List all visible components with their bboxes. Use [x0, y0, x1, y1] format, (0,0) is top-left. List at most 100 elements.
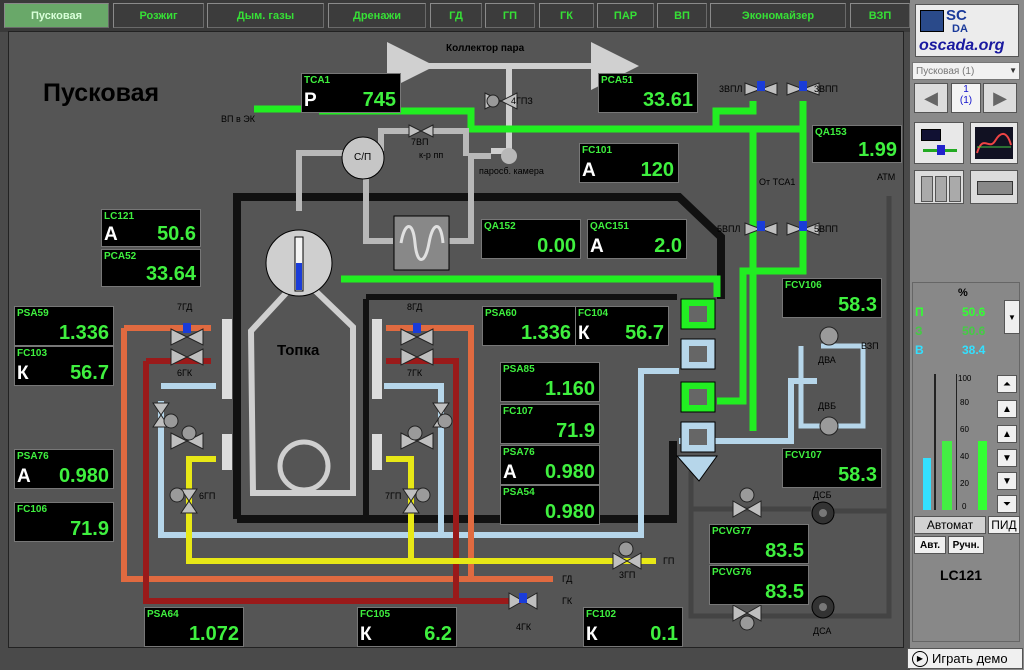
percent-unit: %: [958, 287, 968, 299]
valve-4gk-label: 4ГК: [516, 622, 532, 632]
mode-auto-indicator: Автомат: [914, 516, 986, 534]
step-down-big-button[interactable]: ▼: [997, 472, 1017, 490]
trend-view-icon[interactable]: [970, 122, 1018, 164]
tab-gd[interactable]: ГД: [430, 3, 482, 28]
mimic-view-icon[interactable]: [914, 122, 964, 164]
scroll-top-button[interactable]: ⏶: [997, 375, 1017, 393]
page-select[interactable]: Пусковая (1)▼: [912, 62, 1020, 80]
logo-sc: SC: [946, 7, 967, 24]
line-gk-label: ГК: [562, 596, 573, 606]
prev-page-button[interactable]: ◀: [914, 83, 948, 113]
tab-par[interactable]: ПАР: [597, 3, 654, 28]
valve-6gp-label: 6ГП: [199, 491, 216, 501]
valve-3vpp-label: 3ВПП: [814, 84, 838, 94]
from-tca1-label: От ТСА1: [759, 177, 796, 187]
monitor-icon: [920, 10, 944, 32]
valve-5vpp-label: 5ВПП: [814, 224, 838, 234]
tab-bar: Пусковая Розжиг Дым. газы Дренажи ГД ГП …: [0, 0, 910, 32]
scale-20: 20: [960, 479, 969, 488]
furnace-label: Топка: [277, 342, 320, 359]
tab-puskovaya[interactable]: Пусковая: [4, 3, 109, 28]
play-demo-button[interactable]: ▶Играть демо: [907, 648, 1023, 669]
setpoint-bar: [942, 441, 952, 510]
loop-name: LC121: [940, 567, 983, 583]
tab-drenazhi[interactable]: Дренажи: [328, 3, 426, 28]
tab-vp[interactable]: ВП: [657, 3, 707, 28]
manual-button[interactable]: Ручн.: [948, 536, 984, 554]
step-down-button[interactable]: ▼: [997, 449, 1017, 467]
auto-button[interactable]: Авт.: [914, 536, 946, 554]
next-page-button[interactable]: ▶: [983, 83, 1017, 113]
arrow-left-icon: ◀: [924, 87, 938, 108]
valve-6gk-label: 6ГК: [177, 368, 193, 378]
group-view-icon[interactable]: [914, 170, 964, 204]
line-gd-label: ГД: [562, 574, 573, 584]
arrow-up-icon: ▲: [1002, 428, 1012, 440]
valve-3vpl-label: 3ВПЛ: [719, 84, 743, 94]
double-down-icon: ▼: [1002, 475, 1012, 487]
tab-dym-gazy[interactable]: Дым. газы: [207, 3, 324, 28]
arrow-right-icon: ▶: [993, 87, 1007, 108]
scale-80: 80: [960, 398, 969, 407]
fan-dva-label: ДВА: [818, 355, 836, 365]
step-up-button[interactable]: ▲: [997, 425, 1017, 443]
tab-gp[interactable]: ГП: [485, 3, 535, 28]
vp-ek-label: ВП в ЭК: [221, 114, 255, 124]
smoke-fan-dsb-label: ДСБ: [813, 490, 832, 500]
oscada-logo[interactable]: SC DA oscada.org: [915, 4, 1019, 57]
tab-rozzhig[interactable]: Розжиг: [113, 3, 204, 28]
play-icon: ▶: [912, 650, 928, 667]
steam-chamber-label: паросб. камера: [479, 166, 544, 176]
pid-button[interactable]: ПИД: [988, 516, 1020, 534]
mimic-title: Пусковая: [43, 79, 160, 107]
step-up-big-button[interactable]: ▲: [997, 400, 1017, 418]
scale-100: 100: [958, 374, 972, 383]
sp-label: З: [915, 324, 923, 338]
arrow-down-icon: ▼: [1002, 452, 1012, 464]
out-label: В: [915, 343, 924, 357]
mimic-panel: Пусковая Топка Коллектор пара ВП в ЭК С/…: [8, 31, 904, 648]
output-bar: [923, 457, 931, 510]
double-up-icon: ▲: [1002, 403, 1012, 415]
tab-gk[interactable]: ГК: [539, 3, 594, 28]
scroll-bottom-button[interactable]: ⏷: [997, 495, 1017, 513]
logo-url: oscada.org: [919, 37, 1005, 54]
tab-vzp[interactable]: ВЗП: [850, 3, 910, 28]
bar-gauge: 100 80 60 40 20 0: [920, 374, 990, 511]
arrow-up-bar-icon: ⏶: [1003, 378, 1011, 390]
document-view-icon[interactable]: [970, 170, 1018, 204]
smoke-fan-dsa-label: ДСА: [813, 626, 832, 636]
valve-7gp-label: 7ГП: [385, 491, 402, 501]
param-dropdown-button[interactable]: ▼: [1004, 300, 1020, 334]
line-gp-label: ГП: [663, 556, 675, 566]
scale-40: 40: [960, 452, 969, 461]
tab-ekonomaizer[interactable]: Экономайзер: [710, 3, 846, 28]
valve-7gk-label: 7ГК: [407, 368, 423, 378]
logo-da: DA: [952, 23, 968, 35]
